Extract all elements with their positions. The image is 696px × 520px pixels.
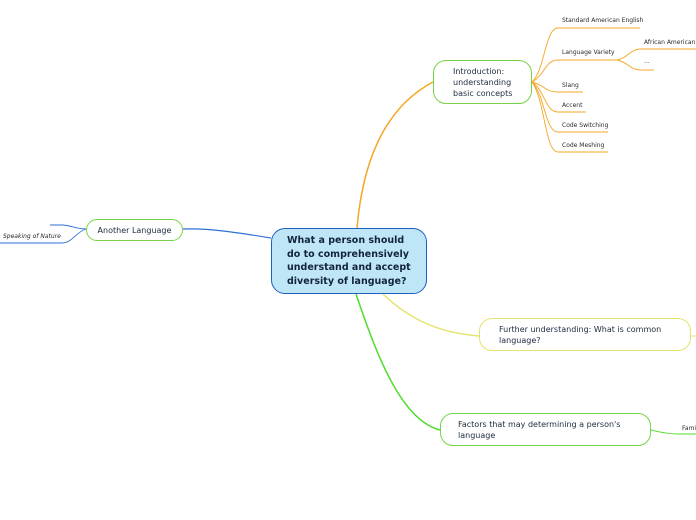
connector-variety-ellipsis	[616, 59, 654, 71]
connector-intro-variety	[531, 59, 617, 83]
connector-central-intro	[356, 81, 434, 229]
subtopic-standard-american-english[interactable]: Standard American English	[562, 17, 644, 24]
subtopic-code-switching[interactable]: Code Switching	[562, 122, 609, 129]
subtopic-variety-ellipsis[interactable]: ...	[644, 58, 650, 65]
topic-further-understanding-label: Further understanding: What is common la…	[499, 324, 662, 345]
topic-further-understanding-node[interactable]: Further understanding: What is common la…	[479, 318, 691, 351]
subtopic-accent[interactable]: Accent	[562, 102, 583, 109]
central-topic-label: What a person should do to comprehensive…	[287, 235, 411, 287]
subtopic-language-variety[interactable]: Language Variety	[562, 49, 615, 56]
connector-intro-slang	[531, 81, 583, 93]
connector-factors-family	[650, 429, 696, 435]
connector-central-further	[382, 293, 480, 337]
subtopic-code-meshing[interactable]: Code Meshing	[562, 142, 605, 149]
subtopic-african-american-vernacular[interactable]: African American V	[644, 39, 696, 46]
topic-another-language-label: Another Language	[97, 225, 172, 235]
subtopic-family[interactable]: Fami	[682, 425, 696, 432]
connector-central-another	[182, 228, 272, 239]
topic-introduction-label: Introduction: understanding basic concep…	[453, 66, 513, 98]
central-topic-node[interactable]: What a person should do to comprehensive…	[271, 228, 427, 294]
topic-factors-label: Factors that may determining a person's …	[458, 419, 621, 440]
connector-intro-meshing	[531, 81, 608, 153]
connector-another-upper	[50, 224, 87, 230]
connector-variety-african	[616, 48, 696, 61]
subtopic-speaking-of-nature[interactable]: Speaking of Nature	[3, 233, 61, 240]
topic-another-language-node[interactable]: Another Language	[86, 219, 183, 241]
connector-another-nature	[0, 228, 87, 244]
connector-central-factors	[355, 293, 441, 431]
connector-intro-accent	[531, 81, 586, 113]
topic-factors-node[interactable]: Factors that may determining a person's …	[440, 413, 651, 446]
connector-intro-standard	[531, 27, 640, 83]
subtopic-slang[interactable]: Slang	[562, 82, 579, 89]
connector-intro-switching	[531, 81, 608, 133]
topic-introduction-node[interactable]: Introduction: understanding basic concep…	[433, 60, 532, 104]
